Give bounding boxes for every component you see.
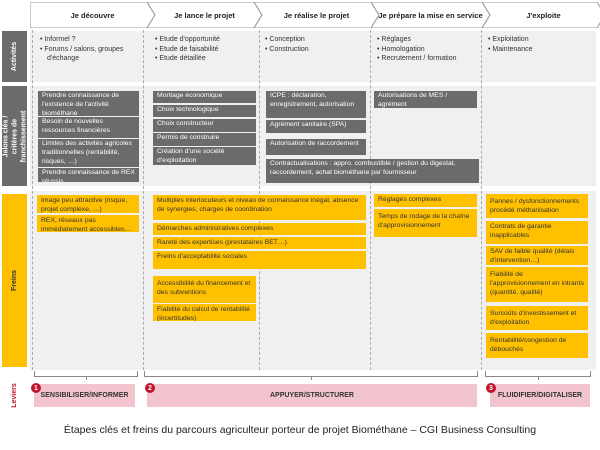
frein-box: Rentabilité/congestion de débouchés xyxy=(486,333,588,358)
activity-item: Exploitation xyxy=(488,35,588,45)
bracket-3 xyxy=(485,371,591,380)
activity-item: Recrutement / formation xyxy=(377,54,477,64)
jalon-box: Création d'une société d'exploitation xyxy=(153,147,256,165)
jalon-box: Choix constructeur xyxy=(153,119,256,132)
activity-item: Construction xyxy=(265,45,365,55)
jalon-box: ICPE : déclaration, enregistrement, auto… xyxy=(266,91,366,118)
frein-box: Temps de rodage de la chaîne d'approvisi… xyxy=(374,209,477,237)
jalon-box: Choix technologique xyxy=(153,105,256,117)
frein-box: Fiabilité de l'approvisionnement en intr… xyxy=(486,267,588,302)
levier-label: FLUIDIFIER/DIGITALISER xyxy=(497,392,583,399)
levier-sensibiliser: SENSIBILISER/INFORMER xyxy=(34,384,135,407)
phase-chevron: Je réalise le projet xyxy=(254,2,379,28)
phase-label: J'exploite xyxy=(526,10,561,20)
levier-number: 3 xyxy=(486,383,496,393)
column-divider xyxy=(370,30,371,370)
activities-list: ConceptionConstruction xyxy=(265,35,365,54)
frein-box: Contrats de garantie inapplicables xyxy=(486,221,588,244)
activities-list: Informel ?Forums / salons, groupes d'éch… xyxy=(40,35,140,64)
phase-chevron: Je découvre xyxy=(30,2,155,28)
frein-box: Démarches administratives complexes xyxy=(153,223,366,235)
row-label-text: Activités xyxy=(11,41,18,72)
activity-item: Informel ? xyxy=(40,35,140,45)
phase-chevron: Je lance le projet xyxy=(147,2,262,28)
row-label-text: Jalons clés / critères de franchissement xyxy=(2,110,27,162)
jalon-box: Autorisations de MES / agrément xyxy=(374,91,477,108)
frein-box: Image peu attractive (risque, projet com… xyxy=(37,195,139,213)
row-label-text: Leviers xyxy=(11,382,18,408)
jalon-box: Besoin de nouvelles ressources financièr… xyxy=(38,117,139,138)
jalon-box: Limites des activités agricoles traditio… xyxy=(38,139,139,167)
frein-box: Rareté des expertises (prestataires BET…… xyxy=(153,237,366,249)
jalon-box: Autorisation de raccordement xyxy=(266,139,366,155)
frein-box: Surcoûts d'investissement et d'exploitat… xyxy=(486,306,588,330)
phase-label: Je réalise le projet xyxy=(283,10,350,20)
activity-item: Forums / salons, groupes d'échange xyxy=(40,45,140,64)
phase-chevron: Je prépare la mise en service xyxy=(371,2,490,28)
activity-item: Etude d'opportunité xyxy=(155,35,255,45)
column-divider xyxy=(143,30,144,370)
frein-box: Pannes / dysfonctionnements procédé méth… xyxy=(486,194,588,218)
column-divider xyxy=(481,30,482,370)
bracket-2 xyxy=(144,371,478,380)
frein-box: Multiples interlocuteurs et niveau de co… xyxy=(153,195,366,220)
frein-box: REX, réseaux pas immédiatement accessibl… xyxy=(37,215,139,232)
activities-list: RéglagesHomologationRecrutement / format… xyxy=(377,35,477,64)
activities-list: Etude d'opportunitéEtude de faisabilitéE… xyxy=(155,35,255,64)
phase-label: Je lance le projet xyxy=(174,10,235,20)
levier-number: 2 xyxy=(145,383,155,393)
activity-item: Conception xyxy=(265,35,365,45)
activity-item: Maintenance xyxy=(488,45,588,55)
activity-item: Etude détaillée xyxy=(155,54,255,64)
levier-label: SENSIBILISER/INFORMER xyxy=(40,392,129,399)
frein-box: SAV de faible qualité (délais d'interven… xyxy=(486,246,588,265)
levier-appuyer: APPUYER/STRUCTURER xyxy=(147,384,477,407)
frein-box: Accessibilité du financement et des subv… xyxy=(153,276,256,303)
frein-box: Fiabilité du calcul de rentabilité (ince… xyxy=(153,304,256,321)
activity-item: Etude de faisabilité xyxy=(155,45,255,55)
row-label-leviers: Leviers xyxy=(2,381,27,409)
jalon-box: Permis de construire xyxy=(153,133,256,146)
phase-chevron: J'exploite xyxy=(482,2,600,28)
bracket-1 xyxy=(34,371,138,380)
phase-label: Je découvre xyxy=(70,10,115,20)
levier-fluidifier: FLUIDIFIER/DIGITALISER xyxy=(490,384,590,407)
activity-item: Réglages xyxy=(377,35,477,45)
frein-box: Réglages complexes xyxy=(374,194,477,207)
jalon-box: Montage économique xyxy=(153,91,256,103)
jalon-box: Prendre connaissance de REX réussis xyxy=(38,168,139,182)
jalon-box: Contractualisations : appro. combustible… xyxy=(266,159,479,183)
phase-label: Je prépare la mise en service xyxy=(378,10,483,20)
caption: Étapes clés et freins du parcours agricu… xyxy=(63,424,537,436)
row-label-jalons: Jalons clés / critères de franchissement xyxy=(2,86,27,186)
activities-list: ExploitationMaintenance xyxy=(488,35,588,54)
frein-box: Freins d'acceptabilité sociales xyxy=(153,251,366,269)
row-label-text: Freins xyxy=(10,269,18,292)
levier-label: APPUYER/STRUCTURER xyxy=(269,392,354,399)
activity-item: Homologation xyxy=(377,45,477,55)
row-label-freins: Freins xyxy=(2,194,27,367)
levier-number: 1 xyxy=(31,383,41,393)
jalon-box: Agrément sanitaire (SPA) xyxy=(266,120,366,133)
column-divider xyxy=(32,30,33,370)
jalon-box: Prendre connaissance de l'existence de l… xyxy=(38,91,139,116)
row-label-activites: Activités xyxy=(2,31,27,82)
